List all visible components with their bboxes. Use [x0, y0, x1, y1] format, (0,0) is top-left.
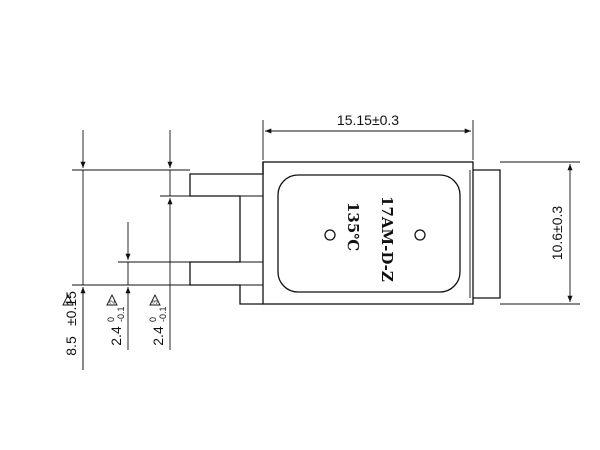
inspection-mark-1: 1: [66, 300, 73, 304]
height-label: 10.6±0.3: [549, 206, 565, 261]
lead-width-1-lower: -0.1: [116, 306, 126, 322]
lead-span-tol: ±0.15: [63, 291, 79, 326]
inspection-mark-3: 3: [153, 300, 160, 304]
lead-width-1-upper: 0: [106, 317, 116, 322]
width-label: 15.15±0.3: [337, 112, 399, 128]
inspection-mark-2: 2: [110, 300, 117, 304]
lead-span-main: 8.5: [63, 336, 79, 356]
lead-width-2-upper: 0: [148, 317, 158, 322]
lead-width-1-dimension: 2.4 0 -0.1: [106, 222, 131, 350]
left-extension-lines: [72, 169, 190, 286]
lead-width-1-main: 2.4: [108, 326, 124, 346]
inspection-marks: 1 2 3: [62, 293, 161, 306]
lead-span-dimension: 8.5 ±0.15: [63, 130, 86, 370]
width-dimension: 15.15±0.3: [262, 112, 474, 160]
lead-width-2-lower: -0.1: [158, 306, 168, 322]
lead-width-2-main: 2.4: [150, 326, 166, 346]
model-label: 17AM-D-Z: [378, 196, 396, 282]
lead-width-2-dimension: 2.4 0 -0.1: [148, 130, 173, 350]
component-body: [189, 161, 501, 305]
label-plate: [277, 174, 461, 293]
temperature-label: 135℃: [344, 202, 362, 251]
height-dimension: 10.6±0.3: [500, 161, 580, 305]
part-marking: 17AM-D-Z 135℃: [344, 196, 396, 282]
